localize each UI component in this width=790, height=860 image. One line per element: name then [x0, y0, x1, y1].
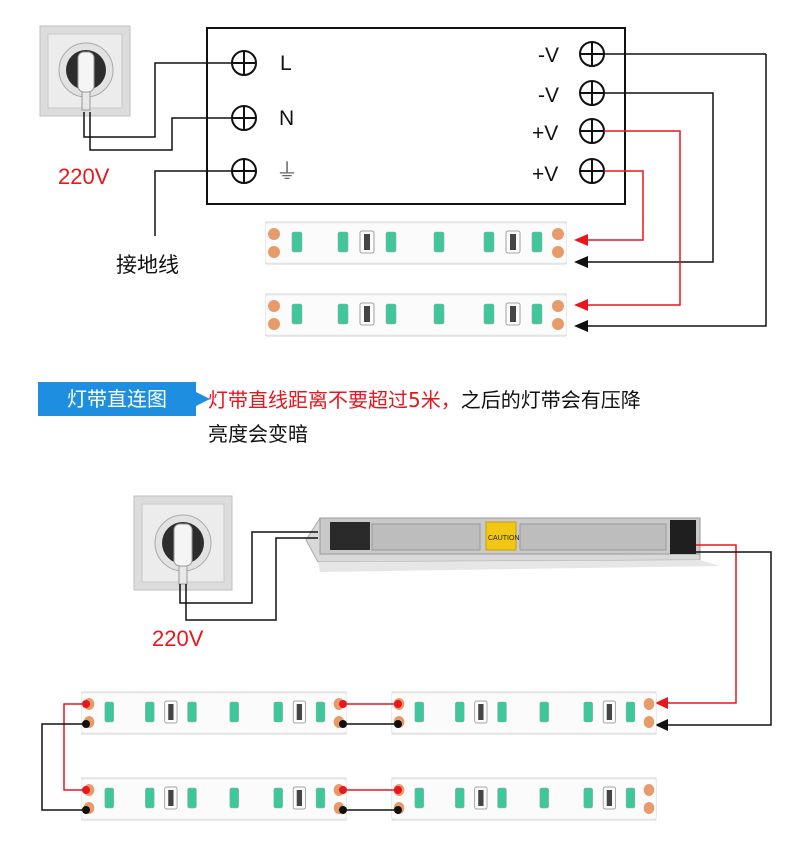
voltage-label-bottom: 220V — [152, 626, 204, 651]
ac-wires-top — [83, 62, 232, 236]
terminal-label-l: L — [280, 52, 292, 75]
led-strip-bottom-b1 — [81, 777, 347, 821]
diagram-type-badge: 灯带直连图 — [38, 382, 210, 416]
jumper-wires — [41, 703, 398, 811]
voltage-drop-note-line2: 亮度会变暗 — [208, 422, 308, 446]
led-strip-bottom-a1 — [81, 691, 347, 735]
led-strip-bottom-a2 — [391, 691, 657, 735]
wall-socket-bottom — [133, 495, 233, 591]
terminal-label-n: N — [279, 107, 294, 130]
voltage-drop-note-red: 灯带直线距离不要超过5米， — [208, 388, 461, 412]
dc-wires-top — [588, 53, 767, 327]
terminal-left-group — [231, 50, 257, 184]
ac-wires-bottom — [179, 531, 318, 621]
jumper-dots — [82, 700, 402, 814]
voltage-drop-note-black: 之后的灯带会有压降 — [460, 388, 641, 412]
power-supply-box — [206, 27, 626, 205]
voltage-drop-note: 灯带直线距离不要超过5米，之后的灯带会有压降 — [208, 384, 641, 413]
slim-power-supply: CAUTION — [305, 517, 720, 572]
led-strip-bottom-b2 — [391, 777, 657, 821]
voltage-label-top: 220V — [58, 164, 110, 189]
led-strip-top-2 — [265, 293, 567, 337]
psu-caution-sticker: CAUTION — [488, 535, 520, 542]
arrow-bottom-black — [655, 719, 668, 731]
terminal-label-neg1: -V — [538, 44, 559, 67]
wall-socket-top — [39, 25, 131, 117]
terminal-label-pos2: +V — [532, 163, 558, 186]
terminal-label-neg2: -V — [538, 84, 559, 107]
terminal-label-pos1: +V — [532, 122, 558, 145]
dc-wires-bottom-main — [668, 544, 772, 726]
arrow-bottom-red — [655, 697, 668, 709]
arrowheads-top — [574, 234, 588, 332]
terminal-label-ground: ⏚ — [276, 160, 298, 185]
led-strip-top-1 — [265, 221, 567, 265]
ground-wire-label: 接地线 — [116, 253, 179, 277]
